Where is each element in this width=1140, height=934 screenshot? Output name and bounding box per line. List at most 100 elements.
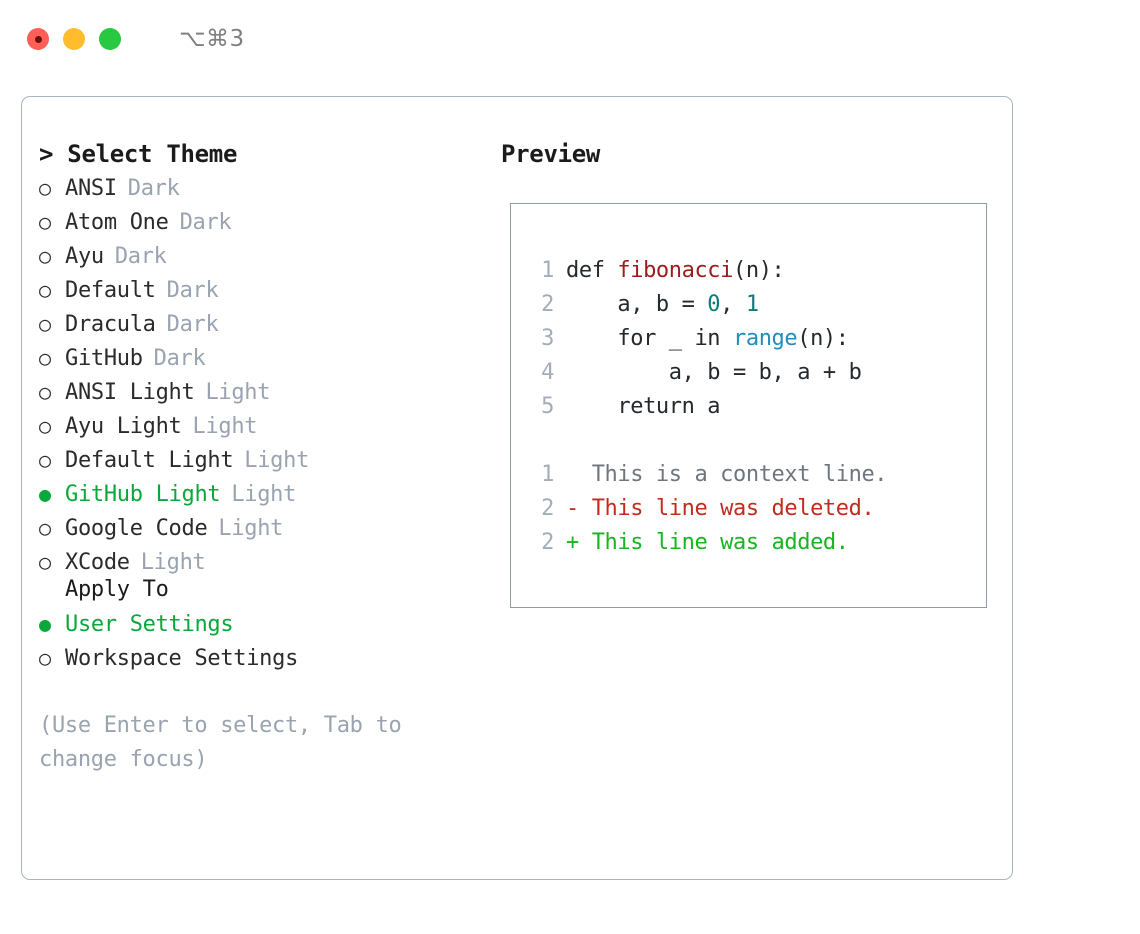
theme-name-label: GitHub Light xyxy=(65,482,221,507)
radio-unselected-icon[interactable]: ○ xyxy=(39,244,51,268)
theme-option-row[interactable]: ○ Ayu Dark xyxy=(39,239,479,273)
select-theme-heading: > Select Theme xyxy=(39,140,238,168)
apply-to-options-container: ● User Settings ○ Workspace Settings xyxy=(39,607,479,675)
diff-marker: - xyxy=(566,496,592,521)
diff-line: 1 This is a context line. xyxy=(524,458,986,492)
diff-line-text: This line was deleted. xyxy=(591,496,875,521)
theme-option-row[interactable]: ○ Default Dark xyxy=(39,273,479,307)
preview-heading: Preview xyxy=(501,140,601,168)
theme-variant-label: Light xyxy=(218,516,284,541)
code-line-number: 4 xyxy=(541,360,554,385)
code-line-content: return a xyxy=(566,390,720,424)
code-line-number: 3 xyxy=(541,326,554,351)
apply-to-option-label: Workspace Settings xyxy=(65,646,299,671)
code-line-content: a, b = b, a + b xyxy=(566,356,862,390)
radio-selected-icon[interactable]: ● xyxy=(39,612,51,636)
diff-line: 2+ This line was added. xyxy=(524,526,986,560)
diff-line-number: 2 xyxy=(541,496,554,521)
code-token: (n): xyxy=(733,258,785,283)
diff-line-number: 1 xyxy=(541,462,554,487)
code-line: 5 return a xyxy=(524,390,986,424)
theme-name-label: GitHub xyxy=(65,346,143,371)
theme-variant-label: Dark xyxy=(127,176,180,201)
theme-option-row[interactable]: ○ Default Light Light xyxy=(39,443,479,477)
radio-unselected-icon[interactable]: ○ xyxy=(39,278,51,302)
theme-option-row[interactable]: ○ Dracula Dark xyxy=(39,307,479,341)
code-token: 1 xyxy=(745,292,759,317)
diff-marker xyxy=(566,458,592,492)
diff-marker: + xyxy=(566,530,592,555)
code-token: , xyxy=(720,292,746,317)
code-line: 4 a, b = b, a + b xyxy=(524,356,986,390)
apply-to-heading: Apply To xyxy=(65,577,169,602)
theme-option-row[interactable]: ○ GitHub Dark xyxy=(39,341,479,375)
code-line: 3 for _ in range(n): xyxy=(524,322,986,356)
theme-name-label: ANSI xyxy=(65,176,117,201)
theme-name-label: XCode xyxy=(65,550,130,575)
code-line-content: for _ in range(n): xyxy=(566,322,849,356)
theme-variant-label: Dark xyxy=(166,278,219,303)
code-token: a, b = xyxy=(566,292,708,317)
theme-name-label: Dracula xyxy=(65,312,156,337)
radio-unselected-icon[interactable]: ○ xyxy=(39,516,51,540)
theme-name-label: Ayu xyxy=(65,244,104,269)
code-line: 2 a, b = 0, 1 xyxy=(524,288,986,322)
theme-variant-label: Light xyxy=(205,380,271,405)
theme-variant-label: Dark xyxy=(166,312,219,337)
apply-to-option-row[interactable]: ● User Settings xyxy=(39,607,479,641)
radio-selected-icon[interactable]: ● xyxy=(39,482,51,506)
radio-unselected-icon[interactable]: ○ xyxy=(39,346,51,370)
title-bar: ⌥⌘3 xyxy=(0,0,1140,78)
radio-unselected-icon[interactable]: ○ xyxy=(39,414,51,438)
code-token: 0 xyxy=(707,292,721,317)
code-line-number: 1 xyxy=(541,258,554,283)
radio-unselected-icon[interactable]: ○ xyxy=(39,550,51,574)
maximize-window-button[interactable] xyxy=(99,28,121,50)
radio-unselected-icon[interactable]: ○ xyxy=(39,210,51,234)
apply-to-option-row[interactable]: ○ Workspace Settings xyxy=(39,641,479,675)
theme-variant-label: Light xyxy=(192,414,258,439)
diff-line: 2- This line was deleted. xyxy=(524,492,986,526)
radio-unselected-icon[interactable]: ○ xyxy=(39,448,51,472)
radio-unselected-icon[interactable]: ○ xyxy=(39,176,51,200)
apply-to-option-label: User Settings xyxy=(65,612,234,637)
radio-unselected-icon[interactable]: ○ xyxy=(39,312,51,336)
radio-unselected-icon[interactable]: ○ xyxy=(39,380,51,404)
code-token: return a xyxy=(566,394,721,419)
minimize-window-button[interactable] xyxy=(63,28,85,50)
code-token: for _ in xyxy=(566,326,733,351)
code-token: a, b = b, a + b xyxy=(566,360,862,385)
theme-option-row[interactable]: ○ ANSI Dark xyxy=(39,171,479,205)
code-diff-separator xyxy=(524,424,986,458)
code-token: fibonacci xyxy=(617,258,733,283)
theme-name-label: Default Light xyxy=(65,448,234,473)
theme-option-row[interactable]: ○ Google Code Light xyxy=(39,511,479,545)
theme-variant-label: Light xyxy=(244,448,310,473)
theme-name-label: ANSI Light xyxy=(65,380,195,405)
keyboard-shortcut-label: ⌥⌘3 xyxy=(179,26,245,52)
code-token: range xyxy=(733,326,798,351)
theme-variant-label: Dark xyxy=(179,210,232,235)
code-line-number: 2 xyxy=(541,292,554,317)
code-token: (n): xyxy=(797,326,849,351)
radio-unselected-icon[interactable]: ○ xyxy=(39,646,51,670)
close-window-button[interactable] xyxy=(27,28,49,50)
theme-name-label: Default xyxy=(65,278,156,303)
theme-name-label: Google Code xyxy=(65,516,208,541)
keyboard-hint-text: (Use Enter to select, Tab to change focu… xyxy=(39,713,402,772)
theme-variant-label: Dark xyxy=(153,346,206,371)
theme-variant-label: Dark xyxy=(114,244,167,269)
theme-option-row[interactable]: ○ ANSI Light Light xyxy=(39,375,479,409)
